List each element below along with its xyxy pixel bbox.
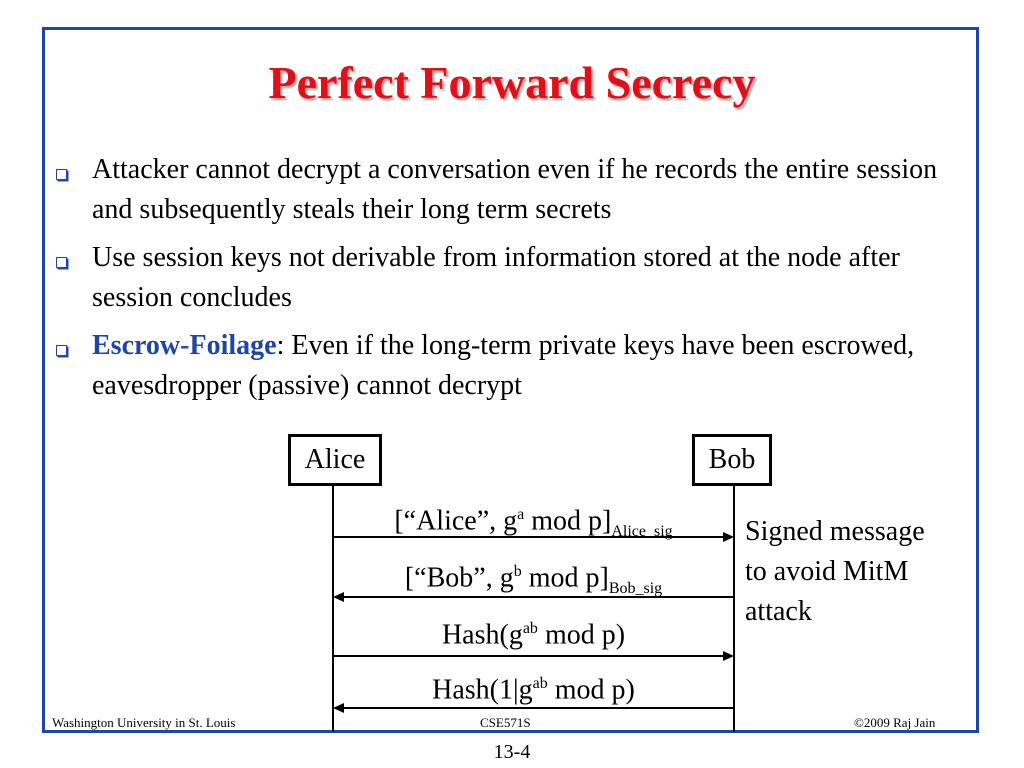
note-line: attack <box>745 596 812 627</box>
message-label: [“Alice”, ga mod p]Alice_sig <box>394 505 673 540</box>
bullet-list: Attacker cannot decrypt a conversation e… <box>50 150 970 414</box>
bullet-item: Attacker cannot decrypt a conversation e… <box>50 150 970 230</box>
message-label: Hash(gab mod p) <box>441 619 626 651</box>
actor-bob: Bob <box>692 434 772 486</box>
note-line: to avoid MitM <box>745 556 909 587</box>
bullet-text: Attacker cannot decrypt a conversation e… <box>92 154 938 225</box>
bullet-text: Use session keys not derivable from info… <box>92 242 900 313</box>
message-label: Hash(1|gab mod p) <box>432 674 635 706</box>
page-number: 13-4 <box>493 741 531 763</box>
arrow-right-icon <box>333 651 734 661</box>
arrow-left-icon <box>333 592 734 602</box>
square-bullet-icon <box>56 345 67 356</box>
square-bullet-icon <box>56 169 67 180</box>
arrow-right-icon <box>333 532 734 542</box>
footer-institution: Washington University in St. Louis <box>52 715 236 730</box>
bob-lifeline <box>733 486 735 732</box>
bullet-keyword: Escrow-Foilage <box>92 330 277 361</box>
bullet-text: : Even if the long-term private keys hav… <box>92 330 915 401</box>
bullet-item: Escrow-Foilage: Even if the long-term pr… <box>50 326 970 406</box>
alice-lifeline <box>332 486 334 732</box>
footer-copyright: ©2009 Raj Jain <box>854 715 936 730</box>
diagram-note: Signed message to avoid MitM attack <box>745 512 925 632</box>
note-line: Signed message <box>745 516 925 547</box>
bullet-item: Use session keys not derivable from info… <box>50 238 970 318</box>
square-bullet-icon <box>56 257 67 268</box>
arrow-left-icon <box>333 703 734 713</box>
message-label: [“Bob”, gb mod p]Bob_sig <box>404 562 663 597</box>
actor-alice: Alice <box>288 434 382 486</box>
slide-frame <box>42 27 979 733</box>
footer-course: CSE571S <box>480 715 531 730</box>
slide-title: Perfect Forward Secrecy <box>268 57 756 108</box>
